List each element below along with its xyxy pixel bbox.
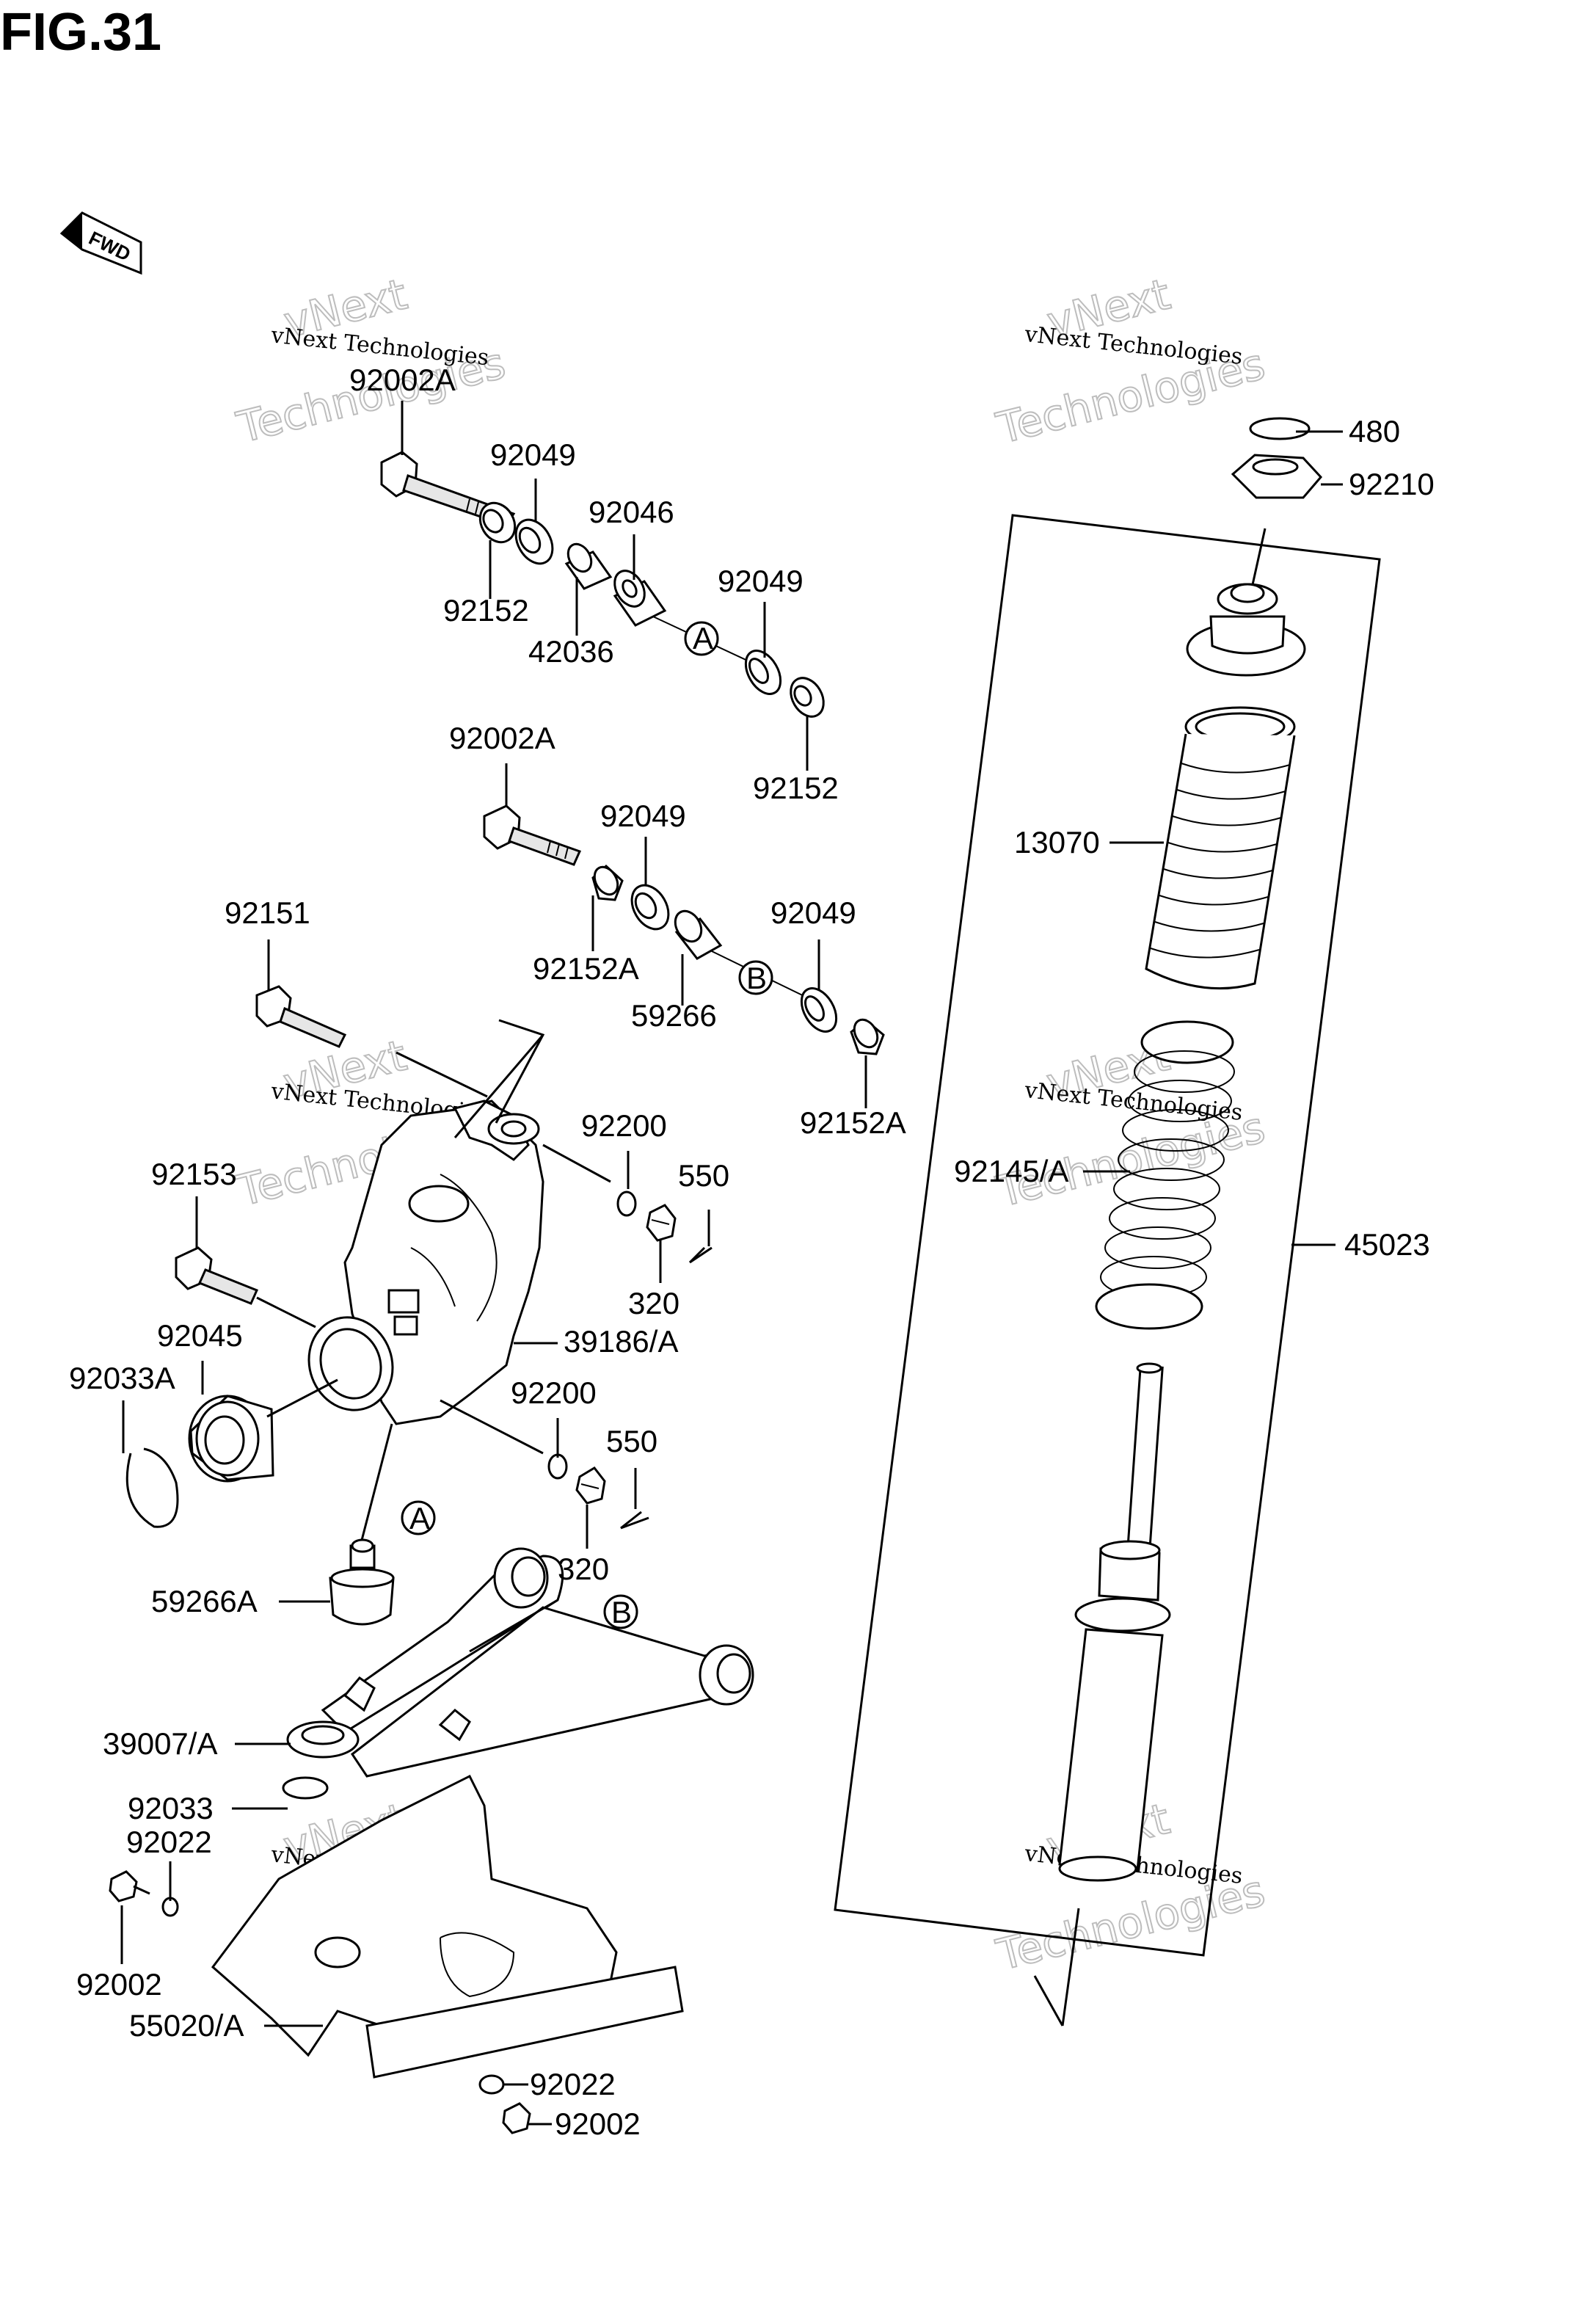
- label-550-b: 550: [606, 1424, 657, 1458]
- label-92049-d: 92049: [770, 895, 856, 930]
- label-92002-b: 92002: [555, 2106, 641, 2141]
- label-92049-a: 92049: [490, 437, 576, 472]
- label-92152-b: 92152: [753, 771, 839, 805]
- upper-pivot-assembly-a: A: [380, 451, 825, 718]
- nut-assembly-lower: [440, 1399, 649, 1530]
- label-59266: 59266: [631, 998, 717, 1033]
- label-550-a: 550: [678, 1158, 729, 1193]
- ball-joint-59266a: [329, 1423, 395, 1626]
- upper-mount: [1186, 583, 1306, 677]
- skid-plate-55020a: [211, 1774, 684, 2079]
- figure-title: FIG.31: [0, 3, 161, 62]
- pin-550-b: [620, 1511, 642, 1530]
- label-92002A-top: 92002A: [349, 363, 456, 397]
- marker-b2-label: B: [611, 1595, 632, 1629]
- sleeve-42036: [564, 542, 613, 590]
- label-45023: 45023: [1344, 1227, 1430, 1262]
- marker-b2: [603, 1594, 638, 1629]
- label-92033A: 92033A: [69, 1361, 175, 1395]
- circlip-92033a: [125, 1447, 179, 1528]
- label-39186A: 39186/A: [564, 1324, 678, 1359]
- nut-92210: [1231, 454, 1323, 499]
- leader-lines: [120, 401, 1343, 2126]
- upper-pivot-assembly-b: B: [483, 804, 885, 1055]
- label-92153: 92153: [151, 1157, 237, 1191]
- washer-92200-b: [547, 1453, 568, 1480]
- label-92152A-a: 92152A: [533, 951, 639, 986]
- damper-body: [1033, 1362, 1171, 2026]
- bushing-59266: [674, 909, 723, 960]
- label-320-a: 320: [628, 1286, 679, 1320]
- svg-text:vNext Technologies: vNext Technologies: [1023, 321, 1244, 370]
- bearing-92045: [188, 1378, 338, 1483]
- label-92033: 92033: [128, 1791, 214, 1825]
- watermark-4: vNext Technologies vNext Technologies: [991, 1030, 1270, 1218]
- label-92049-c: 92049: [600, 799, 686, 833]
- label-42036: 42036: [528, 634, 614, 669]
- spring-92145a: [1095, 1020, 1235, 1330]
- knuckle-39186a: [255, 985, 545, 1425]
- a-arm-39007a: A B: [286, 1500, 754, 1778]
- label-92200-a: 92200: [581, 1108, 667, 1143]
- shock-assembly-box: [834, 514, 1381, 1957]
- label-92046: 92046: [589, 495, 674, 529]
- circlip-92033: [282, 1776, 329, 1800]
- circlip-480: [1249, 417, 1311, 440]
- bolt-92002-a: [109, 1870, 138, 1902]
- marker-b1-label: B: [746, 961, 767, 995]
- part-labels: 92002A 92049 92046 92152 42036 92049 921…: [69, 363, 1435, 2141]
- bolt-92153: [175, 1246, 316, 1328]
- label-92210: 92210: [1349, 467, 1435, 501]
- label-92151: 92151: [225, 895, 310, 930]
- watermark-2: vNext Technologies vNext Technologies: [991, 268, 1270, 454]
- label-92022-a: 92022: [126, 1825, 212, 1859]
- marker-b1: [738, 960, 773, 995]
- fwd-arrow-icon: FWD: [59, 211, 142, 275]
- watermark-1: vNext Technologies vNext Technologies: [231, 268, 511, 453]
- label-92022-b: 92022: [530, 2067, 616, 2101]
- nut-assembly-upper: [542, 1144, 713, 1264]
- marker-a2-label: A: [409, 1501, 430, 1535]
- bolt-92002-b: [502, 2102, 531, 2134]
- bolt-92002a-mid: [483, 804, 582, 866]
- label-92200-b: 92200: [511, 1375, 597, 1410]
- label-92152-a: 92152: [443, 593, 529, 628]
- label-39007A: 39007/A: [103, 1726, 217, 1761]
- label-13070: 13070: [1014, 825, 1100, 859]
- label-59266A: 59266A: [151, 1584, 258, 1618]
- label-92045: 92045: [157, 1318, 243, 1353]
- label-92002A-mid: 92002A: [449, 721, 555, 755]
- label-92002-a: 92002: [76, 1967, 162, 2002]
- label-55020A: 55020/A: [129, 2008, 244, 2043]
- washer-92200-a: [616, 1190, 637, 1217]
- nut-320-b: [575, 1466, 606, 1505]
- marker-a2: [401, 1500, 436, 1535]
- washer-92022-b: [478, 2074, 505, 2095]
- label-92049-b: 92049: [718, 564, 804, 598]
- bearing-92046: [613, 570, 667, 627]
- label-92145A: 92145/A: [954, 1154, 1068, 1188]
- label-320-b: 320: [558, 1552, 609, 1586]
- label-92152A-b: 92152A: [800, 1105, 906, 1140]
- marker-a1: [684, 621, 719, 656]
- marker-a1-label: A: [693, 621, 713, 655]
- boot-13070: [1145, 706, 1296, 990]
- label-480: 480: [1349, 414, 1400, 448]
